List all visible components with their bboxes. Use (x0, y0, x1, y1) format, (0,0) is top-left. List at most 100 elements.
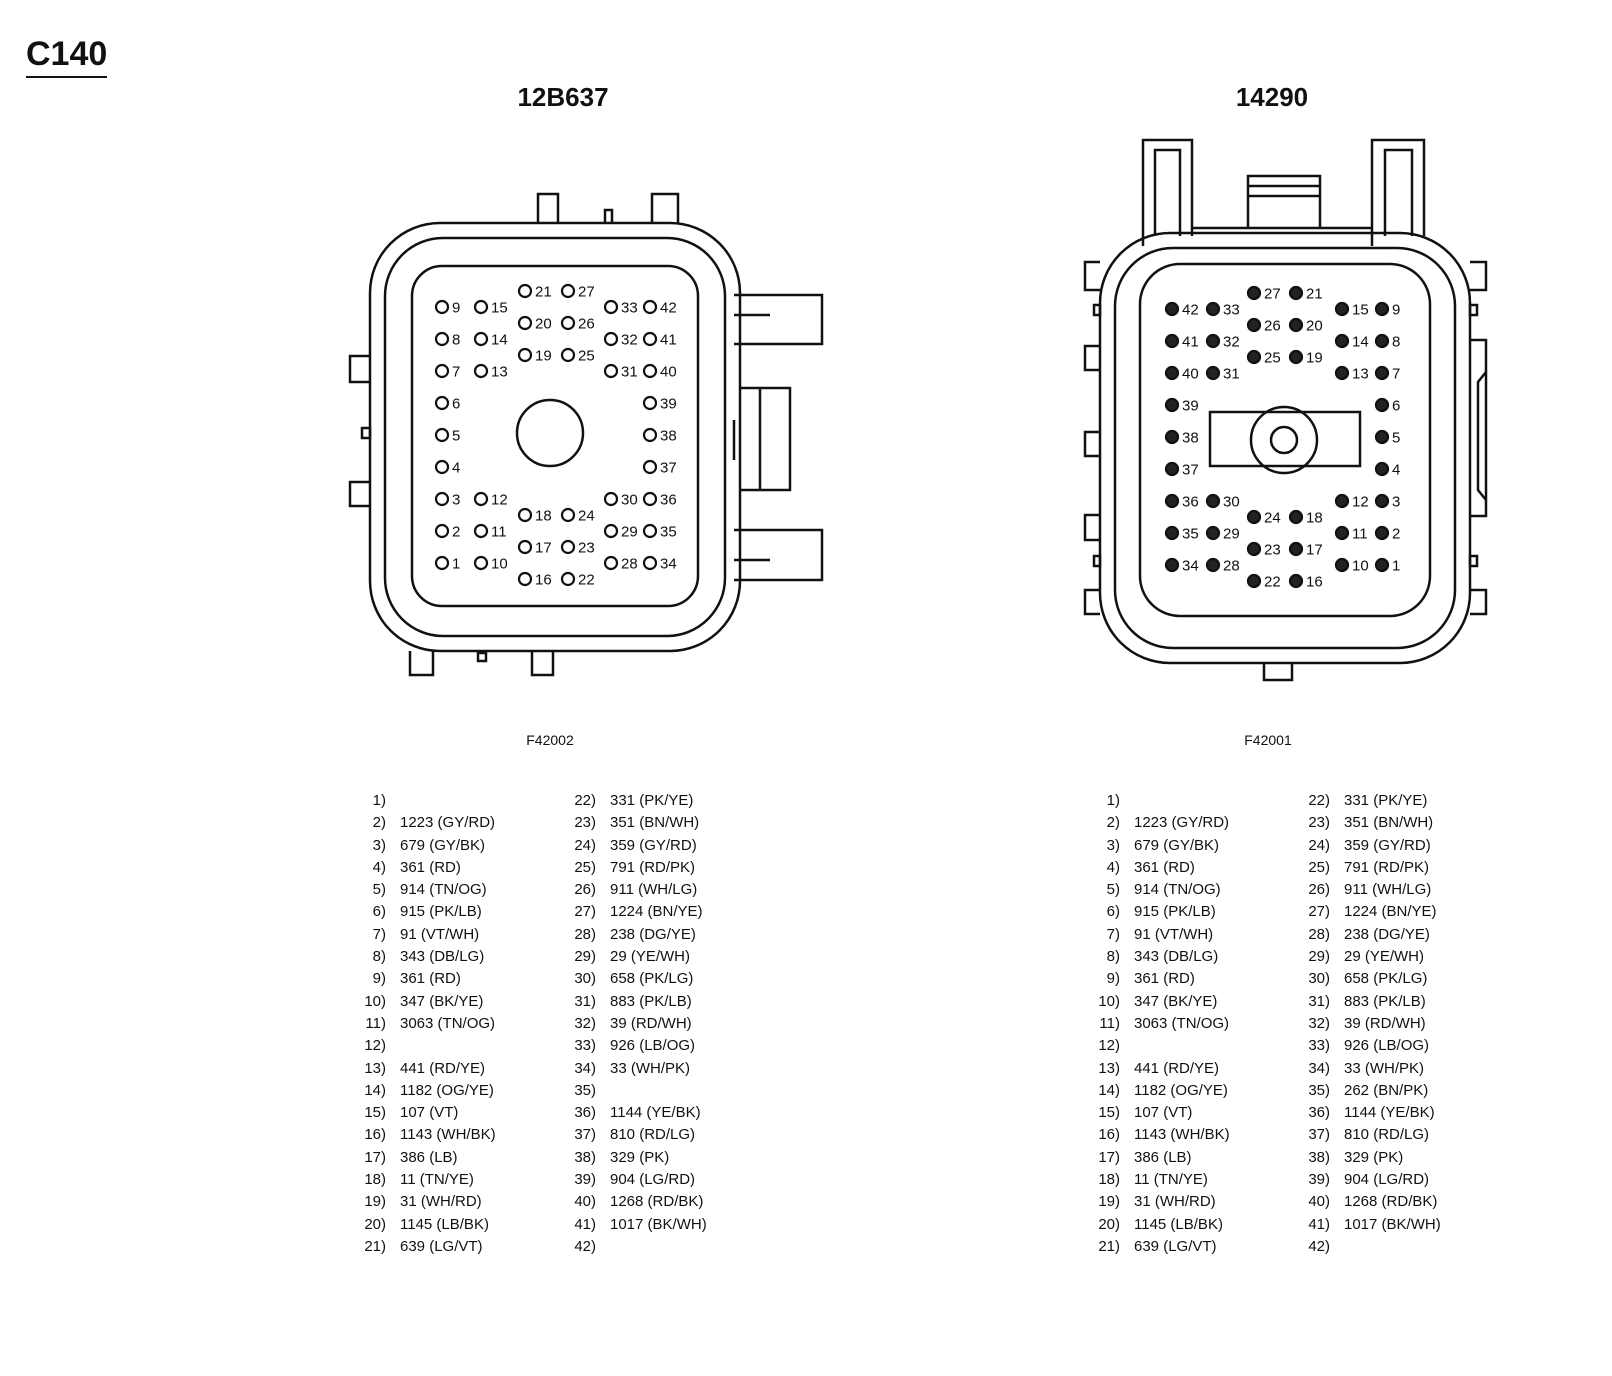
pin-row-16: 16)1143 (WH/BK) (352, 1124, 552, 1146)
pin-label: 38 (660, 428, 677, 445)
pin-wire: 810 (RD/LG) (1344, 1126, 1430, 1144)
pin-terminal (642, 459, 658, 475)
pin-row-34: 34)33 (WH/PK) (1296, 1058, 1496, 1080)
pin-37: 37 (642, 459, 677, 477)
pin-label: 23 (1264, 542, 1281, 559)
pin-wire: 107 (VT) (1134, 1104, 1193, 1122)
pin-terminal (1334, 333, 1350, 349)
pin-row-40: 40)1268 (RD/BK) (562, 1191, 762, 1213)
pin-label: 21 (1306, 286, 1323, 303)
pin-terminal (1288, 541, 1304, 557)
pin-terminal (603, 299, 619, 315)
pin-18: 18 (1288, 510, 1323, 527)
connector-title-14290: 14290 (1235, 82, 1309, 112)
pin-row-38: 38)329 (PK) (1296, 1147, 1496, 1169)
pin-row-13: 13)441 (RD/YE) (352, 1058, 552, 1080)
pin-number: 31) (1308, 992, 1330, 1010)
pin-row-14: 14)1182 (OG/YE) (1086, 1080, 1286, 1102)
pin-row-4: 4)361 (RD) (352, 857, 552, 879)
pin-number: 41) (1308, 1215, 1330, 1233)
pin-terminal (1164, 333, 1180, 349)
pin-34: 34 (642, 556, 677, 573)
pin-label: 18 (1306, 510, 1323, 527)
pin-row-42: 42) (1296, 1236, 1496, 1258)
pin-number: 24) (574, 836, 596, 854)
pin-wire: 31 (WH/RD) (1134, 1193, 1216, 1211)
pin-terminal (473, 491, 489, 507)
pin-number: 36) (1308, 1104, 1330, 1122)
pin-row-30: 30)658 (PK/LG) (562, 968, 762, 990)
pin-label: 9 (452, 300, 460, 317)
pin-21: 21 (1288, 286, 1323, 303)
pin-label: 14 (1352, 334, 1369, 351)
pin-label: 34 (1182, 558, 1199, 575)
pin-40: 40 (1164, 366, 1199, 383)
pin-number: 24) (1308, 836, 1330, 854)
pin-label: 15 (1352, 302, 1369, 319)
pin-wire: 1145 (LB/BK) (1134, 1215, 1223, 1233)
pin-terminal (1288, 317, 1304, 333)
pin-row-25: 25)791 (RD/PK) (562, 857, 762, 879)
pin-row-39: 39)904 (LG/RD) (562, 1169, 762, 1191)
pin-label: 7 (1392, 366, 1400, 383)
pin-number: 37) (1308, 1126, 1330, 1144)
pin-27: 27 (560, 284, 595, 301)
pin-wire: 29 (YE/WH) (610, 948, 691, 966)
pin-42: 42 (1164, 302, 1199, 319)
pin-label: 2 (452, 524, 460, 541)
pin-row-35: 35) (562, 1080, 762, 1102)
pin-terminal (1288, 349, 1304, 365)
pin-row-7: 7)91 (VT/WH) (1086, 924, 1286, 946)
pin-row-15: 15)107 (VT) (352, 1102, 552, 1124)
pin-wire: 639 (LG/VT) (1134, 1237, 1217, 1255)
pin-number: 38) (1308, 1148, 1330, 1166)
pin-number: 22) (1308, 792, 1330, 809)
pin-label: 20 (535, 316, 552, 333)
pin-terminal (603, 331, 619, 347)
pin-wire: 331 (PK/YE) (1344, 792, 1428, 809)
pin-terminal (434, 299, 450, 315)
pin-wire: 238 (DG/YE) (610, 925, 696, 943)
pin-label: 38 (1182, 430, 1199, 447)
pin-terminal (1246, 509, 1262, 525)
pin-number: 36) (574, 1104, 596, 1122)
pin-row-9: 9)361 (RD) (352, 968, 552, 990)
pin-wire: 791 (RD/PK) (1344, 858, 1430, 876)
pin-terminal (1205, 301, 1221, 317)
pin-wire: 441 (RD/YE) (1134, 1059, 1220, 1077)
pin-wire: 343 (DB/LG) (400, 948, 485, 966)
pin-20: 20 (517, 316, 552, 333)
pin-number: 5) (1106, 881, 1120, 899)
pin-number: 34) (574, 1059, 596, 1077)
pin-terminal (473, 299, 489, 315)
pin-label: 32 (1223, 334, 1240, 351)
pin-row-42: 42) (562, 1236, 762, 1258)
figure-id-f42002: F42002 (526, 732, 574, 748)
pin-wire: 91 (VT/WH) (400, 925, 480, 943)
pin-wire: 911 (WH/LG) (1344, 881, 1432, 899)
pin-row-23: 23)351 (BN/WH) (562, 812, 762, 834)
pin-number: 4) (372, 858, 386, 876)
pin-label: 39 (1182, 398, 1199, 415)
pin-number: 42) (1308, 1237, 1330, 1255)
pin-5: 5 (1374, 430, 1400, 447)
pin-label: 36 (1182, 494, 1199, 511)
pin-label: 3 (1392, 494, 1400, 511)
pin-33: 33 (603, 299, 638, 317)
pin-wire: 926 (LB/OG) (1344, 1037, 1430, 1055)
pin-terminal (1205, 333, 1221, 349)
pin-number: 21) (364, 1237, 386, 1255)
pin-12: 12 (473, 491, 508, 509)
pin-label: 37 (660, 460, 677, 477)
pin-label: 16 (535, 572, 552, 589)
pin-row-20: 20)1145 (LB/BK) (1086, 1214, 1286, 1236)
pin-label: 8 (452, 332, 460, 349)
pin-label: 1 (1392, 558, 1400, 575)
pin-label: 14 (491, 332, 508, 349)
pin-label: 3 (452, 492, 460, 509)
pin-terminal (560, 347, 576, 363)
pin-24: 24 (1246, 509, 1281, 527)
pin-4: 4 (1374, 462, 1400, 479)
pin-number: 11) (1099, 1014, 1120, 1032)
pin-label: 2 (1392, 526, 1400, 543)
